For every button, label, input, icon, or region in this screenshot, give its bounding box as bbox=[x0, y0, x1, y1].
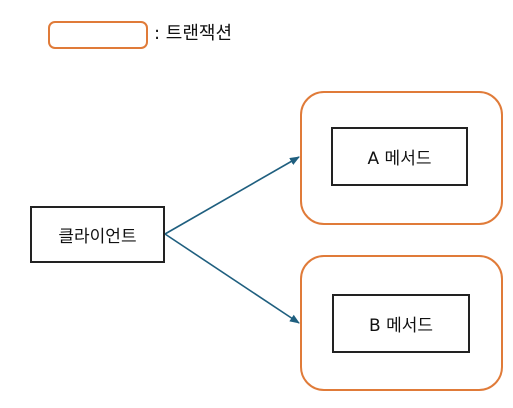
legend-transaction-label: : 트랜잭션 bbox=[154, 23, 233, 44]
arrow-client-to-a bbox=[164, 156, 300, 235]
method-a-node: A 메서드 bbox=[331, 127, 468, 186]
arrow-client-to-b bbox=[164, 233, 300, 324]
client-node-label: 클라이언트 bbox=[58, 227, 137, 247]
method-a-node-label: A 메서드 bbox=[367, 149, 432, 169]
legend-transaction-swatch bbox=[48, 21, 148, 49]
method-b-node: B 메서드 bbox=[332, 294, 470, 353]
method-b-node-label: B 메서드 bbox=[369, 316, 433, 336]
client-node: 클라이언트 bbox=[30, 206, 165, 263]
